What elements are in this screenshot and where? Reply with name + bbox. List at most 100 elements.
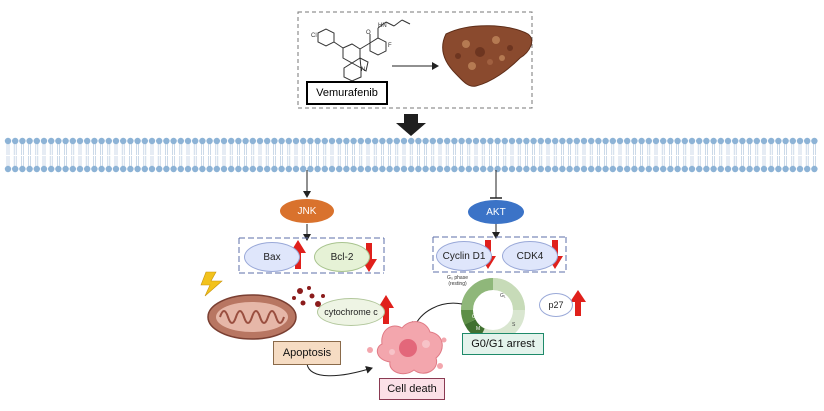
jnk-label: JNK: [297, 205, 317, 217]
jnk-node: JNK: [280, 199, 334, 223]
lipid-head: [408, 137, 415, 145]
lipid-head: [343, 165, 350, 173]
lipid-tail: [733, 156, 737, 166]
lipid-head: [170, 137, 177, 145]
lipid-head: [696, 165, 703, 173]
lipid-tail: [539, 156, 543, 166]
lipid-head: [552, 137, 559, 145]
lipid-head: [321, 165, 328, 173]
lipid-tail: [575, 156, 579, 166]
lipid-tail: [784, 156, 787, 166]
lipid-head: [768, 137, 775, 145]
lipid-tail: [71, 144, 75, 155]
lipid-tail: [330, 156, 334, 166]
drug-name: Vemurafenib: [316, 87, 378, 99]
lipid-tail: [85, 156, 89, 166]
cell-cycle-wheel: [461, 278, 525, 342]
lipid-tail: [100, 144, 103, 155]
molecule-atom-cl: Cl: [311, 33, 317, 39]
lipid-head: [48, 165, 55, 173]
lipid-head: [350, 137, 357, 145]
lipid-head: [184, 165, 192, 173]
lipid-tail: [625, 156, 629, 166]
lipid-head: [739, 137, 746, 145]
lipid-head: [422, 165, 429, 173]
lipid-head: [674, 165, 681, 173]
lipid-head: [458, 165, 465, 173]
phase-m: M: [476, 326, 481, 332]
lipid-tail: [388, 156, 391, 166]
lipid-head: [4, 137, 12, 145]
lipid-head: [336, 165, 343, 173]
lipid-head: [386, 165, 393, 173]
lipid-head: [120, 137, 127, 145]
lipid-tail: [280, 144, 283, 155]
lipid-head: [508, 165, 516, 173]
lipid-tail: [409, 156, 413, 166]
lipid-tail: [49, 144, 53, 155]
lipid-head: [796, 165, 804, 173]
lipid-head: [220, 165, 228, 173]
lipid-tail: [28, 156, 31, 166]
cytochrome-particles: [292, 286, 325, 307]
drug-panel-border: [297, 11, 533, 109]
lipid-tail: [769, 144, 773, 155]
lipid-head: [400, 165, 408, 173]
lipid-head: [602, 165, 609, 173]
lipid-tail: [690, 156, 694, 166]
lipid-tail: [604, 144, 607, 155]
lipid-head: [429, 165, 436, 173]
lipid-head: [703, 165, 710, 173]
lipid-tail: [589, 156, 593, 166]
lipid-tail: [582, 144, 586, 155]
lipid-tail: [93, 144, 96, 155]
lipid-head: [588, 165, 595, 173]
p27-label: p27: [548, 300, 564, 310]
lipid-tail: [366, 156, 370, 166]
lipid-tail: [532, 144, 535, 155]
lipid-head: [98, 165, 105, 173]
lipid-tail: [568, 156, 571, 166]
lipid-tail: [229, 156, 233, 166]
lipid-head: [480, 165, 487, 173]
lipid-tail: [777, 144, 780, 155]
lipid-tail: [647, 144, 651, 155]
lipid-head: [638, 165, 645, 173]
phase-g2: G₂: [472, 314, 478, 320]
lipid-head: [98, 137, 105, 145]
lipid-tail: [301, 144, 305, 155]
lipid-head: [566, 137, 573, 145]
bax-label: Bax: [263, 251, 281, 263]
lightning-icon: [200, 271, 223, 297]
lipid-head: [494, 137, 501, 145]
lipid-head: [487, 137, 494, 145]
lipid-tail: [114, 156, 118, 166]
lipid-tail: [661, 144, 665, 155]
g0-label: G₀ phase (resting): [447, 275, 468, 287]
lipid-head: [4, 165, 12, 173]
lipid-head: [415, 137, 422, 145]
lipid-head: [19, 165, 26, 173]
lipid-head: [638, 137, 645, 145]
lipid-tail: [179, 156, 183, 166]
lipid-head: [127, 165, 134, 173]
lipid-tail: [193, 156, 197, 166]
lipid-head: [465, 137, 472, 145]
lipid-tail: [553, 156, 557, 166]
lipid-tail: [741, 156, 744, 166]
lipid-head: [235, 137, 242, 145]
p27-up-arrow: [570, 290, 586, 316]
lipid-tail: [755, 144, 759, 155]
lipid-head: [307, 137, 314, 145]
phase-g1: G₁: [500, 293, 506, 299]
lipid-head: [350, 165, 357, 173]
lipid-tail: [805, 156, 809, 166]
lipid-tail: [467, 156, 471, 166]
lipid-tail: [741, 144, 744, 155]
lipid-tail: [597, 144, 600, 155]
lipid-tail: [633, 144, 636, 155]
lipid-head: [235, 165, 242, 173]
lipid-head: [19, 137, 26, 145]
lipid-head: [177, 165, 184, 173]
